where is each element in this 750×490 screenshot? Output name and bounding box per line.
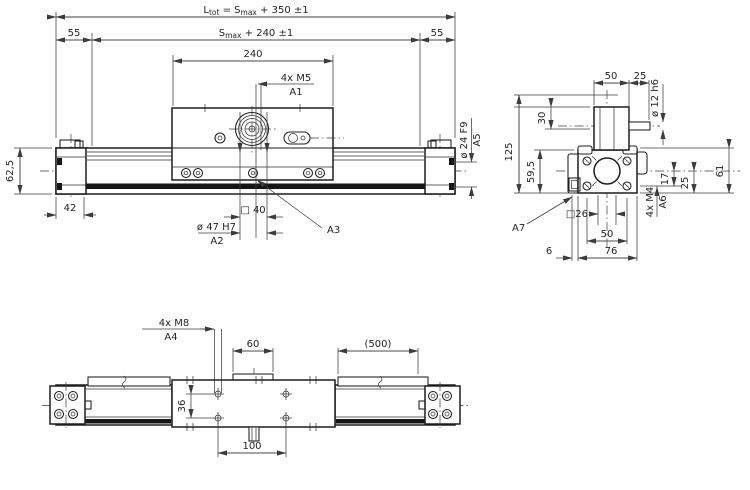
dim-hole-rows: 36 [177,400,188,413]
carriage [171,104,344,181]
dim-center-bore-ref: A2 [210,236,223,247]
dim-height-25: 25 [680,177,691,190]
bottom-rails [55,375,456,426]
m4-screws [582,156,632,191]
flange-screws [180,167,326,179]
drive-shaft [628,121,651,131]
adjustment-slot [283,131,344,145]
clamp-bracket [568,177,581,192]
dim-height-61: 61 [715,165,726,178]
dim-tab-length: 60 [247,339,260,350]
dim-center-bore: ø 47 H7 [197,222,236,233]
pilot-hole [214,132,226,144]
dim-stroke-length: Smax + 240 ±1 [219,28,293,40]
dim-hole-spacing: 50 [601,229,614,240]
dim-total-height: 125 [504,142,515,161]
callout-m8-ref: A4 [164,332,177,343]
callout-m4: 4x M4 [645,187,656,217]
spindle-bore [593,157,621,185]
body-section [568,145,638,194]
right-end-cap [424,139,456,195]
bottom-right-cap [418,382,461,428]
side-view: 50 25 ø 12 h6 30 125 59,5 17 [504,71,740,261]
dim-total-length: Ltot = Smax + 350 ±1 [203,5,308,17]
callout-m8: 4x M8 [159,318,189,329]
dim-hole-square: □ 40 [240,205,265,216]
dim-rail-ref-length: (500) [365,339,392,350]
dim-cap-width: 42 [64,203,77,214]
dim-shaft-dia: ø 12 h6 [650,79,661,117]
callout-m5-ref: A1 [289,87,302,98]
front-view: Ltot = Smax + 350 ±1 55 Smax + 240 ±1 55… [5,5,483,247]
drive-hub [229,106,276,154]
bottom-view: 4x M8 A4 60 (500) 36 100 [42,318,468,457]
dim-shaft-length: 25 [634,71,647,82]
callout-m4-ref: A6 [658,195,669,208]
dim-end-bore-ref: A5 [472,133,483,146]
bottom-left-cap [49,382,92,428]
dim-head-offset: 30 [537,112,548,125]
dim-end-bore: ø 24 F9 [459,121,470,158]
dim-left-offset: 55 [68,28,81,39]
dim-carriage-length: 240 [243,49,262,60]
callout-belt-clamp-ref: A3 [327,225,340,236]
dim-body-height: 59,5 [526,161,537,183]
bottom-carriage [171,373,336,442]
dim-hole-cols: 100 [242,441,261,452]
drive-head [593,106,651,151]
bottom-view-dimensions: 4x M8 A4 60 (500) 36 100 [142,318,419,457]
dim-height-17: 17 [660,173,671,186]
callout-clamp-ref: A7 [512,223,525,234]
dim-foot-offset: 6 [546,246,552,257]
callout-m5: 4x M5 [281,73,311,84]
front-view-dimensions: Ltot = Smax + 350 ±1 55 Smax + 240 ±1 55… [5,5,483,247]
dim-body-width: 76 [605,246,618,257]
bottom-pin [248,426,260,442]
m8-hole-markers [212,388,292,424]
dim-right-offset: 55 [431,28,444,39]
dim-height: 62,5 [5,160,16,182]
dim-inner-square: □26 [566,209,588,220]
side-view-dimensions: 50 25 ø 12 h6 30 125 59,5 17 [504,71,734,261]
left-end-cap [55,139,87,195]
dim-head-width: 50 [605,71,618,82]
